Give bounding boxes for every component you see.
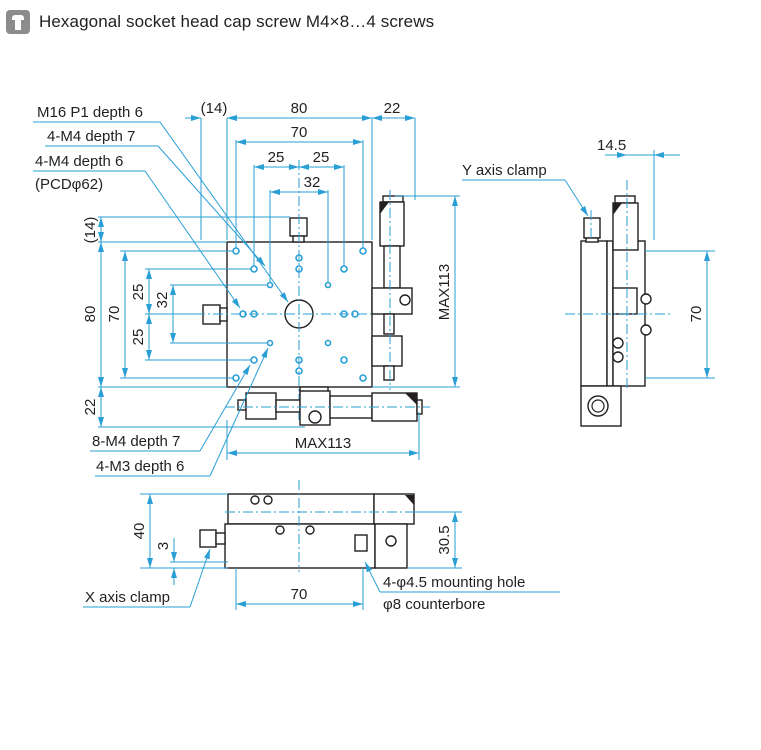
page-header: Hexagonal socket head cap screw M4×8…4 s… [6,8,434,36]
dim-bottom-max113: MAX113 [295,435,351,452]
callout-4m4-d6: 4-M4 depth 6 [35,153,123,170]
mounting-hole-label: 4-φ4.5 mounting hole [383,574,525,591]
y-micrometer [371,190,413,390]
dim-left-14: (14) [82,217,99,244]
front-upper [227,493,375,525]
x-axis-clamp-label: X axis clamp [85,589,170,606]
dim-left-70: 70 [106,306,123,323]
dim-30-5: 30.5 [436,525,453,554]
dim-left-25a: 25 [130,284,147,301]
screw-icon [6,10,30,34]
side-view: 14.5 70 Y axis clamp [462,137,715,427]
callout-8m4-d7: 8-M4 depth 7 [92,433,180,450]
front-view: 40 3 30.5 70 X axis clamp 4-φ4.5 mountin… [83,480,560,613]
dim-left-80: 80 [82,306,99,323]
dim-left-25b: 25 [130,329,147,346]
front-lower [224,523,376,569]
callout-4m3-d6: 4-M3 depth 6 [96,458,184,475]
dim-top-80: 80 [291,100,308,117]
callout-4m4-d7: 4-M4 depth 7 [47,128,135,145]
x-clamp-knob-front [199,529,217,548]
top-view: (14) 80 22 70 25 25 32 (14) 80 70 25 32 … [33,100,460,477]
dim-3: 3 [155,542,172,550]
dim-front-70: 70 [291,586,308,603]
dim-top-70: 70 [291,124,308,141]
header-title: Hexagonal socket head cap screw M4×8…4 s… [39,12,435,31]
dim-top-25b: 25 [313,149,330,166]
dim-40: 40 [131,523,148,540]
y-axis-clamp-label: Y axis clamp [462,162,547,179]
dim-left-32: 32 [154,292,171,309]
y-clamp-knob [583,217,601,239]
dim-14-5: 14.5 [597,137,626,154]
dim-top-22: 22 [384,100,401,117]
dim-top-32: 32 [304,174,321,191]
counterbore-label: φ8 counterbore [383,596,485,613]
callout-pcd: (PCDφ62) [35,176,103,193]
dim-side-70: 70 [688,306,705,323]
callout-m16: M16 P1 depth 6 [37,104,143,121]
dim-right-max113: MAX113 [436,264,453,320]
dim-left-22: 22 [82,399,99,416]
dim-top-14: (14) [201,100,228,117]
x-micrometer [225,386,430,426]
dim-top-25a: 25 [268,149,285,166]
